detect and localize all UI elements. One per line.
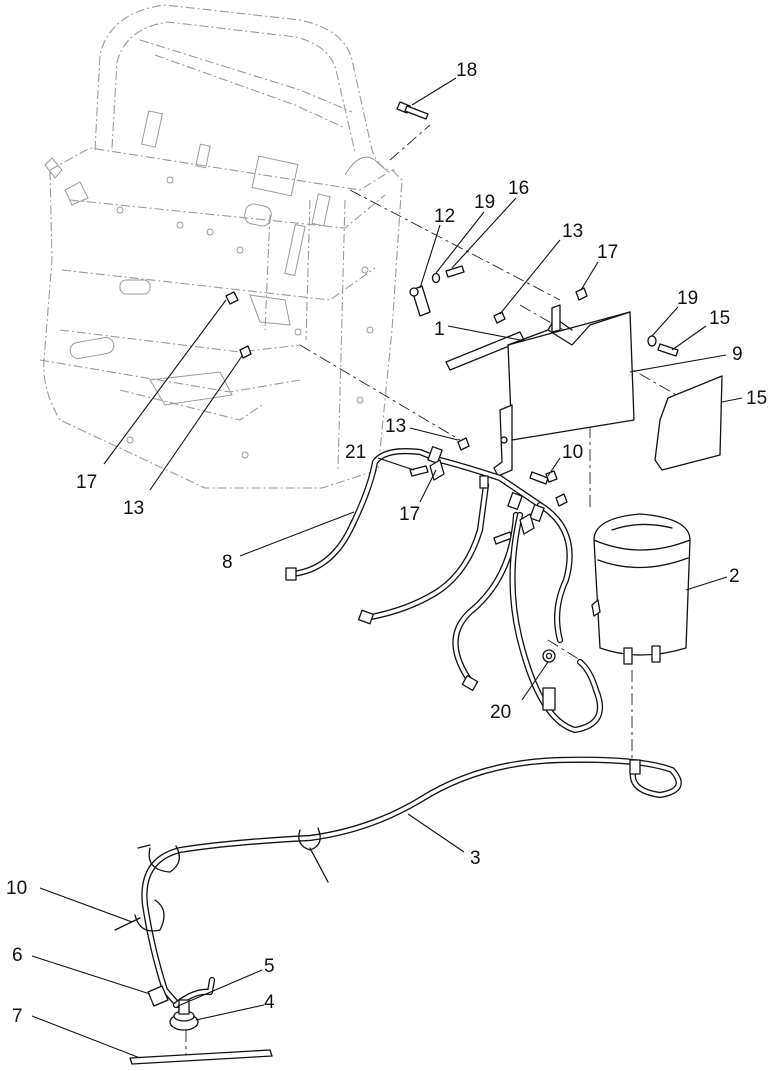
callout-18: 18 (456, 60, 477, 81)
mower-frame-phantom (39, 4, 403, 489)
part-9-bracket (493, 304, 635, 477)
callout-13: 13 (385, 416, 406, 437)
callout-13: 13 (123, 498, 144, 519)
hardware-fasteners (225, 101, 679, 545)
part-2-canister (591, 513, 691, 665)
part-14-decal (654, 375, 723, 471)
callout-17: 17 (597, 242, 618, 263)
callout-2: 2 (729, 566, 740, 587)
callout-labels: 18 12 19 16 13 17 1 19 15 9 15 13 21 10 … (6, 60, 767, 1027)
callout-9: 9 (732, 344, 743, 365)
callout-11: 12 (434, 206, 455, 227)
part-6-elbow (147, 985, 169, 1007)
callout-8: 8 (222, 552, 233, 573)
callout-15: 16 (508, 178, 529, 199)
callout-5: 5 (264, 956, 275, 977)
callout-21: 21 (345, 442, 366, 463)
part-3-vapor-hose (114, 756, 682, 1009)
callout-19: 19 (474, 192, 495, 213)
callout-15: 15 (709, 308, 730, 329)
callout-12: 10 (562, 442, 583, 463)
callout-6: 6 (12, 945, 23, 966)
callout-19: 19 (677, 288, 698, 309)
leader-lines (31, 77, 743, 1059)
callout-4: 4 (264, 992, 275, 1013)
part-8-hose-harness (285, 446, 604, 734)
part-7-strap (129, 1049, 273, 1065)
callout-17: 17 (76, 472, 97, 493)
part-20-clamp (542, 649, 556, 711)
callout-20: 20 (490, 702, 511, 723)
callout-14: 15 (746, 388, 767, 409)
callout-16: 17 (399, 504, 420, 525)
part-4-valve (169, 999, 199, 1031)
callout-10: 10 (6, 878, 27, 899)
callout-1: 1 (434, 319, 445, 340)
callout-3: 3 (470, 848, 481, 869)
callout-13: 13 (562, 221, 583, 242)
callout-7: 7 (12, 1006, 23, 1027)
